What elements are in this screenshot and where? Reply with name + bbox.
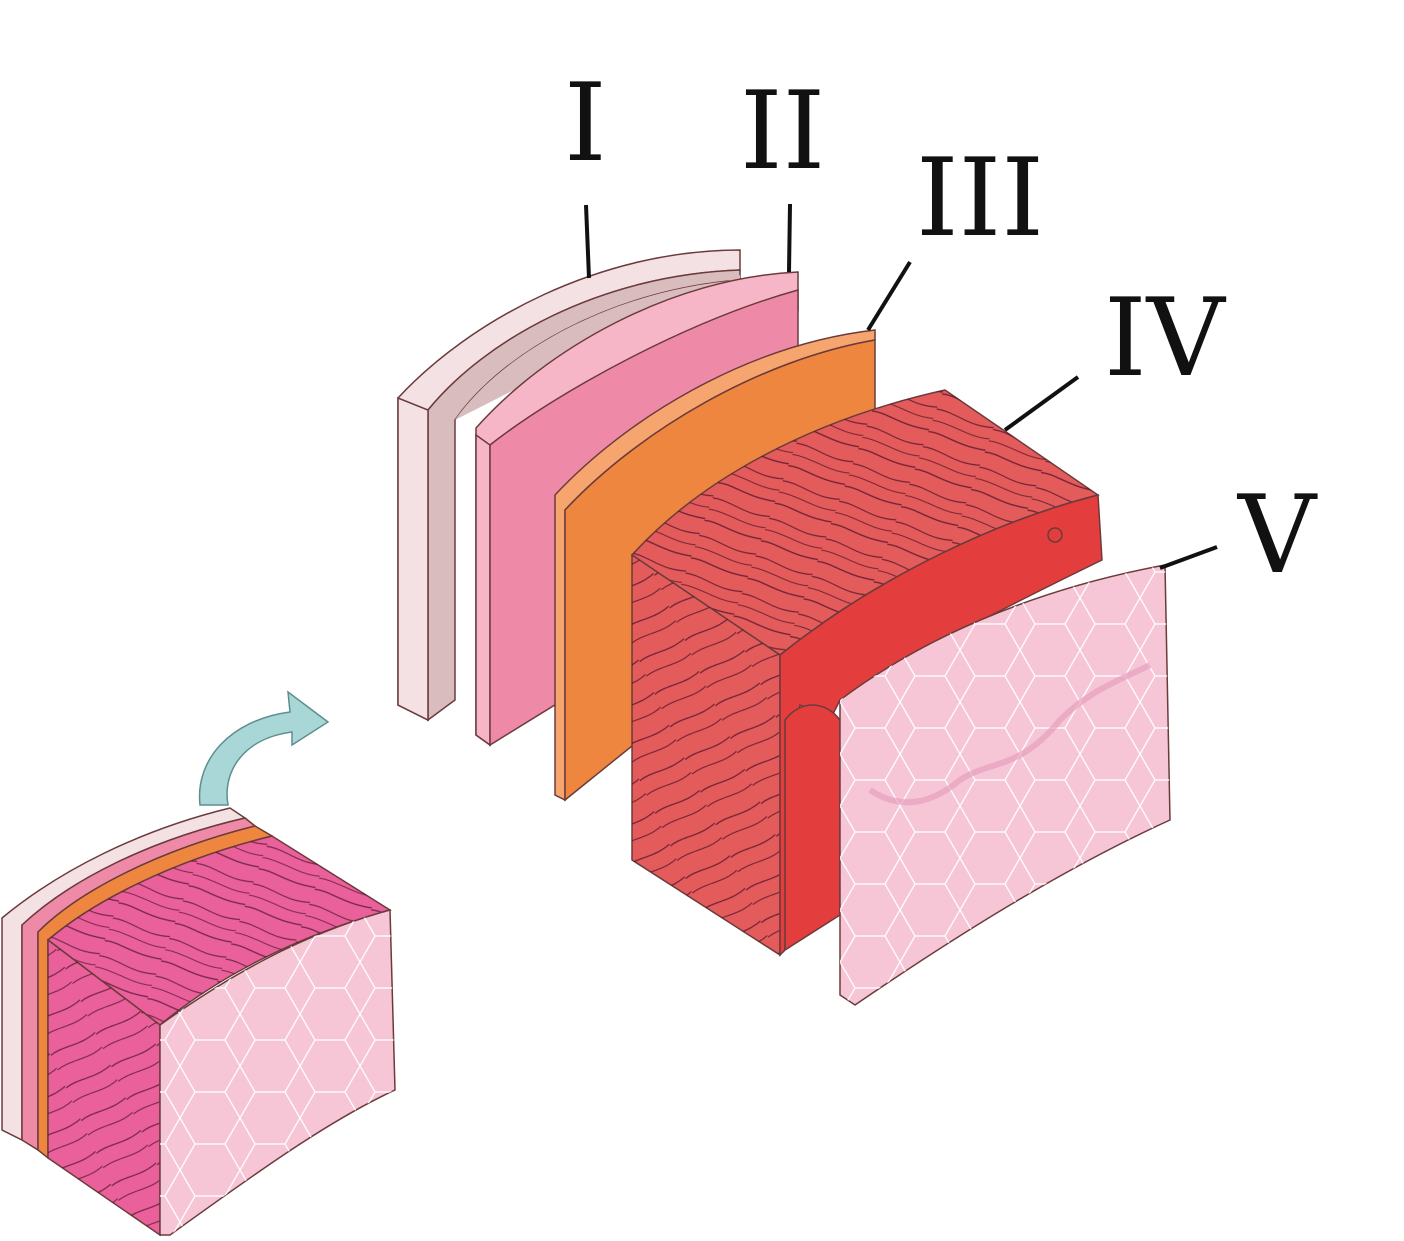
leader-line-4 [1003, 375, 1080, 432]
layer-4-block [630, 389, 1103, 957]
leader-line-5 [1159, 545, 1218, 570]
leader-lines [584, 203, 1218, 570]
leader-line-2 [787, 203, 792, 273]
layer-labels: I II III IV V [564, 61, 1318, 598]
arrow-icon [198, 690, 330, 806]
label-layer-5: V [1236, 473, 1318, 598]
leader-line-3 [866, 260, 912, 332]
layer-5-panel [839, 564, 1171, 1006]
label-layer-3: III [916, 136, 1044, 261]
small-tissue-block [1, 807, 396, 1237]
leader-line-1 [584, 204, 591, 279]
label-layer-2: II [740, 69, 825, 194]
label-layer-4: IV [1104, 276, 1227, 401]
label-layer-1: I [564, 61, 607, 186]
